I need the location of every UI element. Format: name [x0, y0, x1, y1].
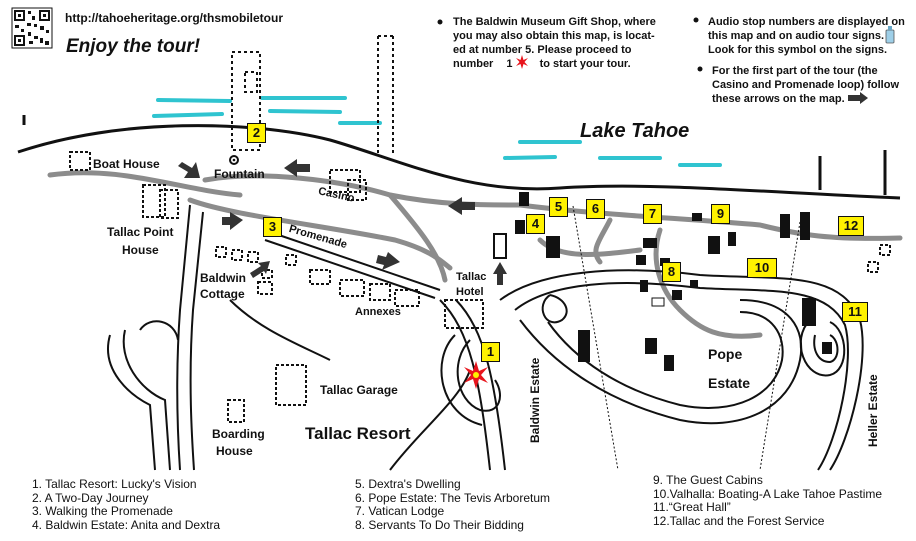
- fountain-label: Fountain: [214, 167, 265, 181]
- arrows-note-line: these arrows on the map.: [712, 93, 845, 105]
- legend-column-3: 9. The Guest Cabins 10.Valhalla: Boating…: [653, 473, 883, 528]
- gift-shop-start: to start your tour.: [539, 58, 631, 70]
- legend-item-6: 6. Pope Estate: The Tevis Arboretum: [355, 490, 550, 505]
- legend-column-1: 1. Tallac Resort: Lucky's Vision 2. A Tw…: [32, 477, 221, 532]
- stop-marker-3[interactable]: 3: [263, 217, 282, 237]
- stop-marker-8[interactable]: 8: [662, 262, 681, 282]
- gift-shop-number-word: number: [453, 58, 494, 70]
- gift-shop-note: The Baldwin Museum Gift Shop, where you …: [453, 15, 683, 71]
- small-building: [651, 297, 665, 307]
- tagline: Enjoy the tour!: [66, 36, 201, 57]
- red-star-icon: [464, 361, 488, 389]
- arrow-fountain: [284, 159, 310, 177]
- gift-shop-note-line: you may also obtain this map, is locat-: [453, 30, 655, 42]
- buildings-solid: [515, 192, 832, 371]
- stop-marker-5[interactable]: 5: [549, 197, 568, 217]
- boat-house-label: Boat House: [93, 157, 160, 171]
- tour-url-link[interactable]: http://tahoeheritage.org/thsmobiletour: [65, 11, 283, 25]
- legend-item-1: 1. Tallac Resort: Lucky's Vision: [32, 477, 197, 491]
- baldwin-estate-label: Baldwin Estate: [528, 357, 542, 443]
- pope-estate-label-line2: Estate: [708, 375, 751, 391]
- fountain-icon: [229, 155, 239, 165]
- pier-posts: [22, 115, 887, 195]
- direction-arrow-icon: [848, 92, 868, 104]
- tallac-point-label-line1: Tallac Point: [107, 225, 174, 239]
- baldwin-cottage-label-line2: Cottage: [200, 287, 245, 301]
- legend-item-12: 12.Tallac and the Forest Service: [653, 513, 825, 528]
- loops: [107, 294, 846, 471]
- legend-item-3: 3. Walking the Promenade: [32, 504, 173, 518]
- arrow-promenade-1: [222, 212, 243, 230]
- boarding-house-label-line2: House: [216, 444, 253, 458]
- arrows-note-line: Casino and Promenade loop) follow: [712, 79, 900, 91]
- legend-column-2: 5. Dextra's Dwelling 6. Pope Estate: The…: [355, 477, 550, 532]
- shoreline: [17, 124, 901, 200]
- stop-marker-7[interactable]: 7: [643, 204, 662, 224]
- stop-marker-6[interactable]: 6: [586, 199, 605, 219]
- arrows-note: For the first part of the tour (the Casi…: [712, 64, 912, 106]
- piers: [231, 35, 394, 155]
- arrow-boathouse: [178, 162, 200, 178]
- legend-item-11: 11.“Great Hall”: [653, 500, 731, 514]
- legend-item-8: 8. Servants To Do Their Bidding: [355, 517, 524, 532]
- red-star-icon: [516, 55, 528, 69]
- tallac-resort-label: Tallac Resort: [305, 424, 411, 443]
- water-strokes: [152, 96, 722, 167]
- note-decorations: [437, 17, 895, 104]
- arrow-baldwin-cottage: [250, 261, 270, 278]
- audio-note-line: Audio stop numbers are displayed on: [708, 16, 905, 28]
- gift-shop-number: 1: [506, 58, 513, 70]
- direction-arrows: [178, 159, 507, 285]
- estate-boundaries: [572, 205, 801, 471]
- tallac-hotel-label-line2: Hotel: [456, 286, 484, 298]
- audio-note-line: Look for this symbol on the signs.: [708, 44, 888, 56]
- gift-shop-note-line: number 1 to start your tour.: [453, 57, 683, 71]
- buildings-outlined: [69, 151, 891, 423]
- qr-code-icon: [11, 7, 53, 49]
- heller-estate-label: Heller Estate: [866, 374, 880, 447]
- stop-marker-9[interactable]: 9: [711, 204, 730, 224]
- legend-item-10: 10.Valhalla: Boating-A Lake Tahoe Pastim…: [653, 486, 883, 501]
- tallac-hotel-label-line1: Tallac: [456, 271, 487, 283]
- lake-tahoe-label: Lake Tahoe: [580, 120, 690, 142]
- arrow-promenade-2: [376, 252, 400, 270]
- arrow-casino: [448, 197, 475, 215]
- audio-note: Audio stop numbers are displayed on this…: [708, 15, 908, 57]
- gift-shop-note-line: ed at number 5. Please proceed to: [453, 44, 632, 56]
- stop-marker-2[interactable]: 2: [247, 123, 266, 143]
- annexes-label: Annexes: [355, 306, 401, 318]
- baldwin-cottage-label-line1: Baldwin: [200, 271, 247, 285]
- arrows-note-line: For the first part of the tour (the: [712, 65, 878, 77]
- boarding-house-label-line1: Boarding: [212, 427, 265, 441]
- legend-item-2: 2. A Two-Day Journey: [32, 490, 149, 505]
- audio-sign-icon: [885, 26, 895, 44]
- stop-marker-10[interactable]: 10: [747, 258, 777, 278]
- tallac-point-label-line2: House: [122, 243, 159, 257]
- tallac-garage-label: Tallac Garage: [320, 383, 398, 397]
- pope-estate-label-line1: Pope: [708, 346, 743, 362]
- stop-marker-12[interactable]: 12: [838, 216, 864, 236]
- stop-marker-1[interactable]: 1: [481, 342, 500, 362]
- stop-marker-11[interactable]: 11: [842, 302, 868, 322]
- main-roads: [176, 204, 864, 471]
- legend-item-9: 9. The Guest Cabins: [653, 473, 763, 487]
- stop-marker-4[interactable]: 4: [526, 214, 545, 234]
- gift-shop-note-line: The Baldwin Museum Gift Shop, where: [453, 16, 656, 28]
- tallac-hotel-building: [493, 233, 507, 259]
- legend-item-7: 7. Vatican Lodge: [355, 504, 445, 518]
- legend-item-4: 4. Baldwin Estate: Anita and Dextra: [32, 517, 221, 532]
- arrow-hotel: [493, 262, 507, 285]
- legend-item-5: 5. Dextra's Dwelling: [355, 477, 461, 491]
- audio-note-line: this map and on audio tour signs.: [708, 30, 885, 42]
